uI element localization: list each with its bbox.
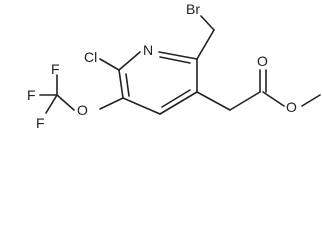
bond-cf3-f-bottom (45, 94, 58, 114)
atom-f-left: F (27, 87, 36, 103)
atom-n: N (143, 42, 153, 58)
atom-f-top: F (51, 61, 60, 77)
atom-br: Br (186, 1, 200, 17)
bond-c2-n-inner (159, 56, 191, 64)
bond-c4-c3-inner (161, 89, 191, 108)
bond-carbonyl-o-ester (262, 91, 285, 107)
bond-o-methyl (301, 94, 321, 107)
atom-f-bottom: F (36, 115, 45, 131)
bond-c2-n (158, 51, 198, 60)
bond-c4-c3 (159, 91, 198, 115)
bond-n-c6 (118, 51, 141, 71)
atom-cl: Cl (84, 49, 97, 65)
bond-c3-ch2 (196, 91, 231, 111)
atom-o-carbonyl: O (257, 53, 268, 69)
bond-c6-c5 (118, 69, 124, 99)
bond-o-cf3 (56, 94, 75, 111)
molecule-canvas: Br N Cl F F F O O O (27, 1, 321, 131)
bond-c6-cl (99, 58, 120, 71)
bond-layer (39, 15, 321, 115)
atom-label-layer: Br N Cl F F F O O O (27, 1, 297, 131)
bond-br-ch2 (200, 15, 215, 31)
bond-c6-c5-inner (125, 73, 130, 97)
bond-ch2-carbonyl (229, 91, 261, 111)
bond-c5-c4 (122, 97, 161, 115)
structure-diagram: Br N Cl F F F O O O (27, 1, 321, 131)
bond-ch2-c2 (196, 29, 215, 60)
atom-o-ester: O (286, 99, 297, 115)
bond-c5-o (99, 97, 124, 110)
atom-o-ether: O (77, 102, 88, 118)
